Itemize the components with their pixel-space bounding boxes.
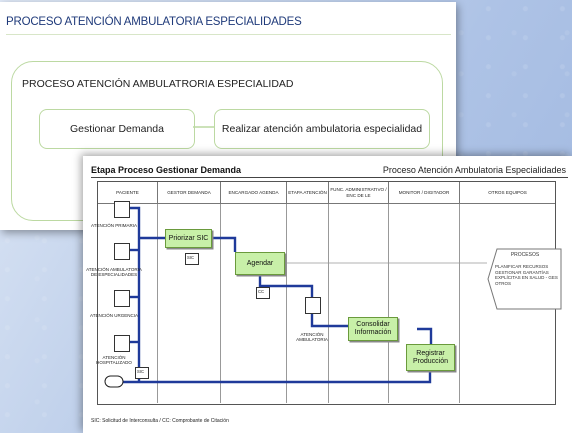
step-label: Gestionar Demanda — [70, 123, 164, 135]
lane-header-etapa: ETAPA ATENCIÓN — [287, 182, 329, 204]
lane-header-monitor: MONITOR / DIGITADOR — [389, 182, 460, 204]
step-connector — [193, 126, 214, 128]
document-icon — [114, 290, 130, 307]
lane-paciente — [98, 204, 158, 403]
task-priorizar-sic[interactable]: Priorizar SIC — [165, 229, 212, 248]
document-icon — [114, 201, 130, 218]
doc-label-hospitalizado: ATENCIÓN HOSPITALIZADO — [96, 355, 132, 366]
flowchart-process-name: Proceso Atención Ambulatoria Especialida… — [382, 165, 566, 175]
lane-gestor — [158, 204, 221, 403]
step-realizar-atencion[interactable]: Realizar atención ambulatoria especialid… — [214, 109, 430, 149]
step-label: Realizar atención ambulatoria especialid… — [221, 123, 423, 135]
overview-slide: PROCESO ATENCIÓN AMBULATORIA ESPECIALIDA… — [0, 2, 456, 230]
lane-func — [329, 204, 389, 403]
swimlane-diagram: PACIENTE GESTOR DEMANDA ENCARGADO AGENDA… — [97, 181, 556, 405]
doc-label-atencion-ambulatoria: ATENCIÓN AMBULATORIA — [296, 332, 328, 343]
document-icon — [114, 243, 130, 260]
document-icon — [256, 287, 270, 299]
doc-label-especialidades: ATENCIÓN AMBULATORIA DE ESPECIALIDADES — [86, 267, 142, 278]
sic-tag: SIC — [137, 369, 144, 374]
process-container-label: PROCESO ATENCIÓN AMBULATRORIA ESPECIALID… — [22, 78, 294, 90]
title-divider — [6, 34, 451, 35]
procesos-text: PLANIFICAR RECURSOS GESTIONAR GARANTÍAS … — [495, 264, 558, 286]
lane-header-gestor: GESTOR DEMANDA — [158, 182, 221, 204]
lane-etapa — [287, 204, 329, 403]
lane-header-otros: OTROS EQUIPOS — [460, 182, 555, 204]
legend-text: SIC: Solicitud de Interconsulta / CC: Co… — [91, 418, 229, 424]
procesos-title: PROCESOS — [510, 252, 540, 258]
flow-connectors — [104, 206, 487, 388]
document-icon — [135, 367, 149, 379]
procesos-box: PROCESOS PLANIFICAR RECURSOS GESTIONAR G… — [487, 248, 563, 310]
doc-label-urgencia: ATENCIÓN URGENCIA — [90, 313, 138, 318]
task-agendar[interactable]: Agendar — [235, 252, 285, 275]
flowchart-title-rule — [91, 177, 568, 178]
lane-header-agenda: ENCARGADO AGENDA — [221, 182, 287, 204]
step-gestionar-demanda[interactable]: Gestionar Demanda — [39, 109, 195, 149]
doc-label-primaria: ATENCIÓN PRIMARIA — [91, 223, 137, 228]
sic-tag: SIC — [187, 255, 194, 260]
document-icon — [305, 297, 321, 314]
lane-header-func: FUNC. ADMINISTRATIVO / ENC DE LE — [329, 182, 389, 204]
lane-monitor — [389, 204, 460, 403]
end-terminator — [104, 375, 124, 388]
task-consolidar-informacion[interactable]: Consolidar Información — [348, 317, 398, 341]
cc-tag: CC — [258, 289, 265, 294]
task-registrar-produccion[interactable]: Registrar Producción — [406, 344, 455, 371]
document-icon — [185, 253, 199, 265]
flowchart-title: Etapa Proceso Gestionar Demanda — [91, 165, 242, 175]
procesos-shape — [487, 248, 562, 310]
overview-title: PROCESO ATENCIÓN AMBULATORIA ESPECIALIDA… — [6, 16, 302, 28]
flowchart-slide: Etapa Proceso Gestionar Demanda Proceso … — [83, 156, 572, 433]
document-icon — [114, 335, 130, 352]
lane-agenda — [221, 204, 287, 403]
